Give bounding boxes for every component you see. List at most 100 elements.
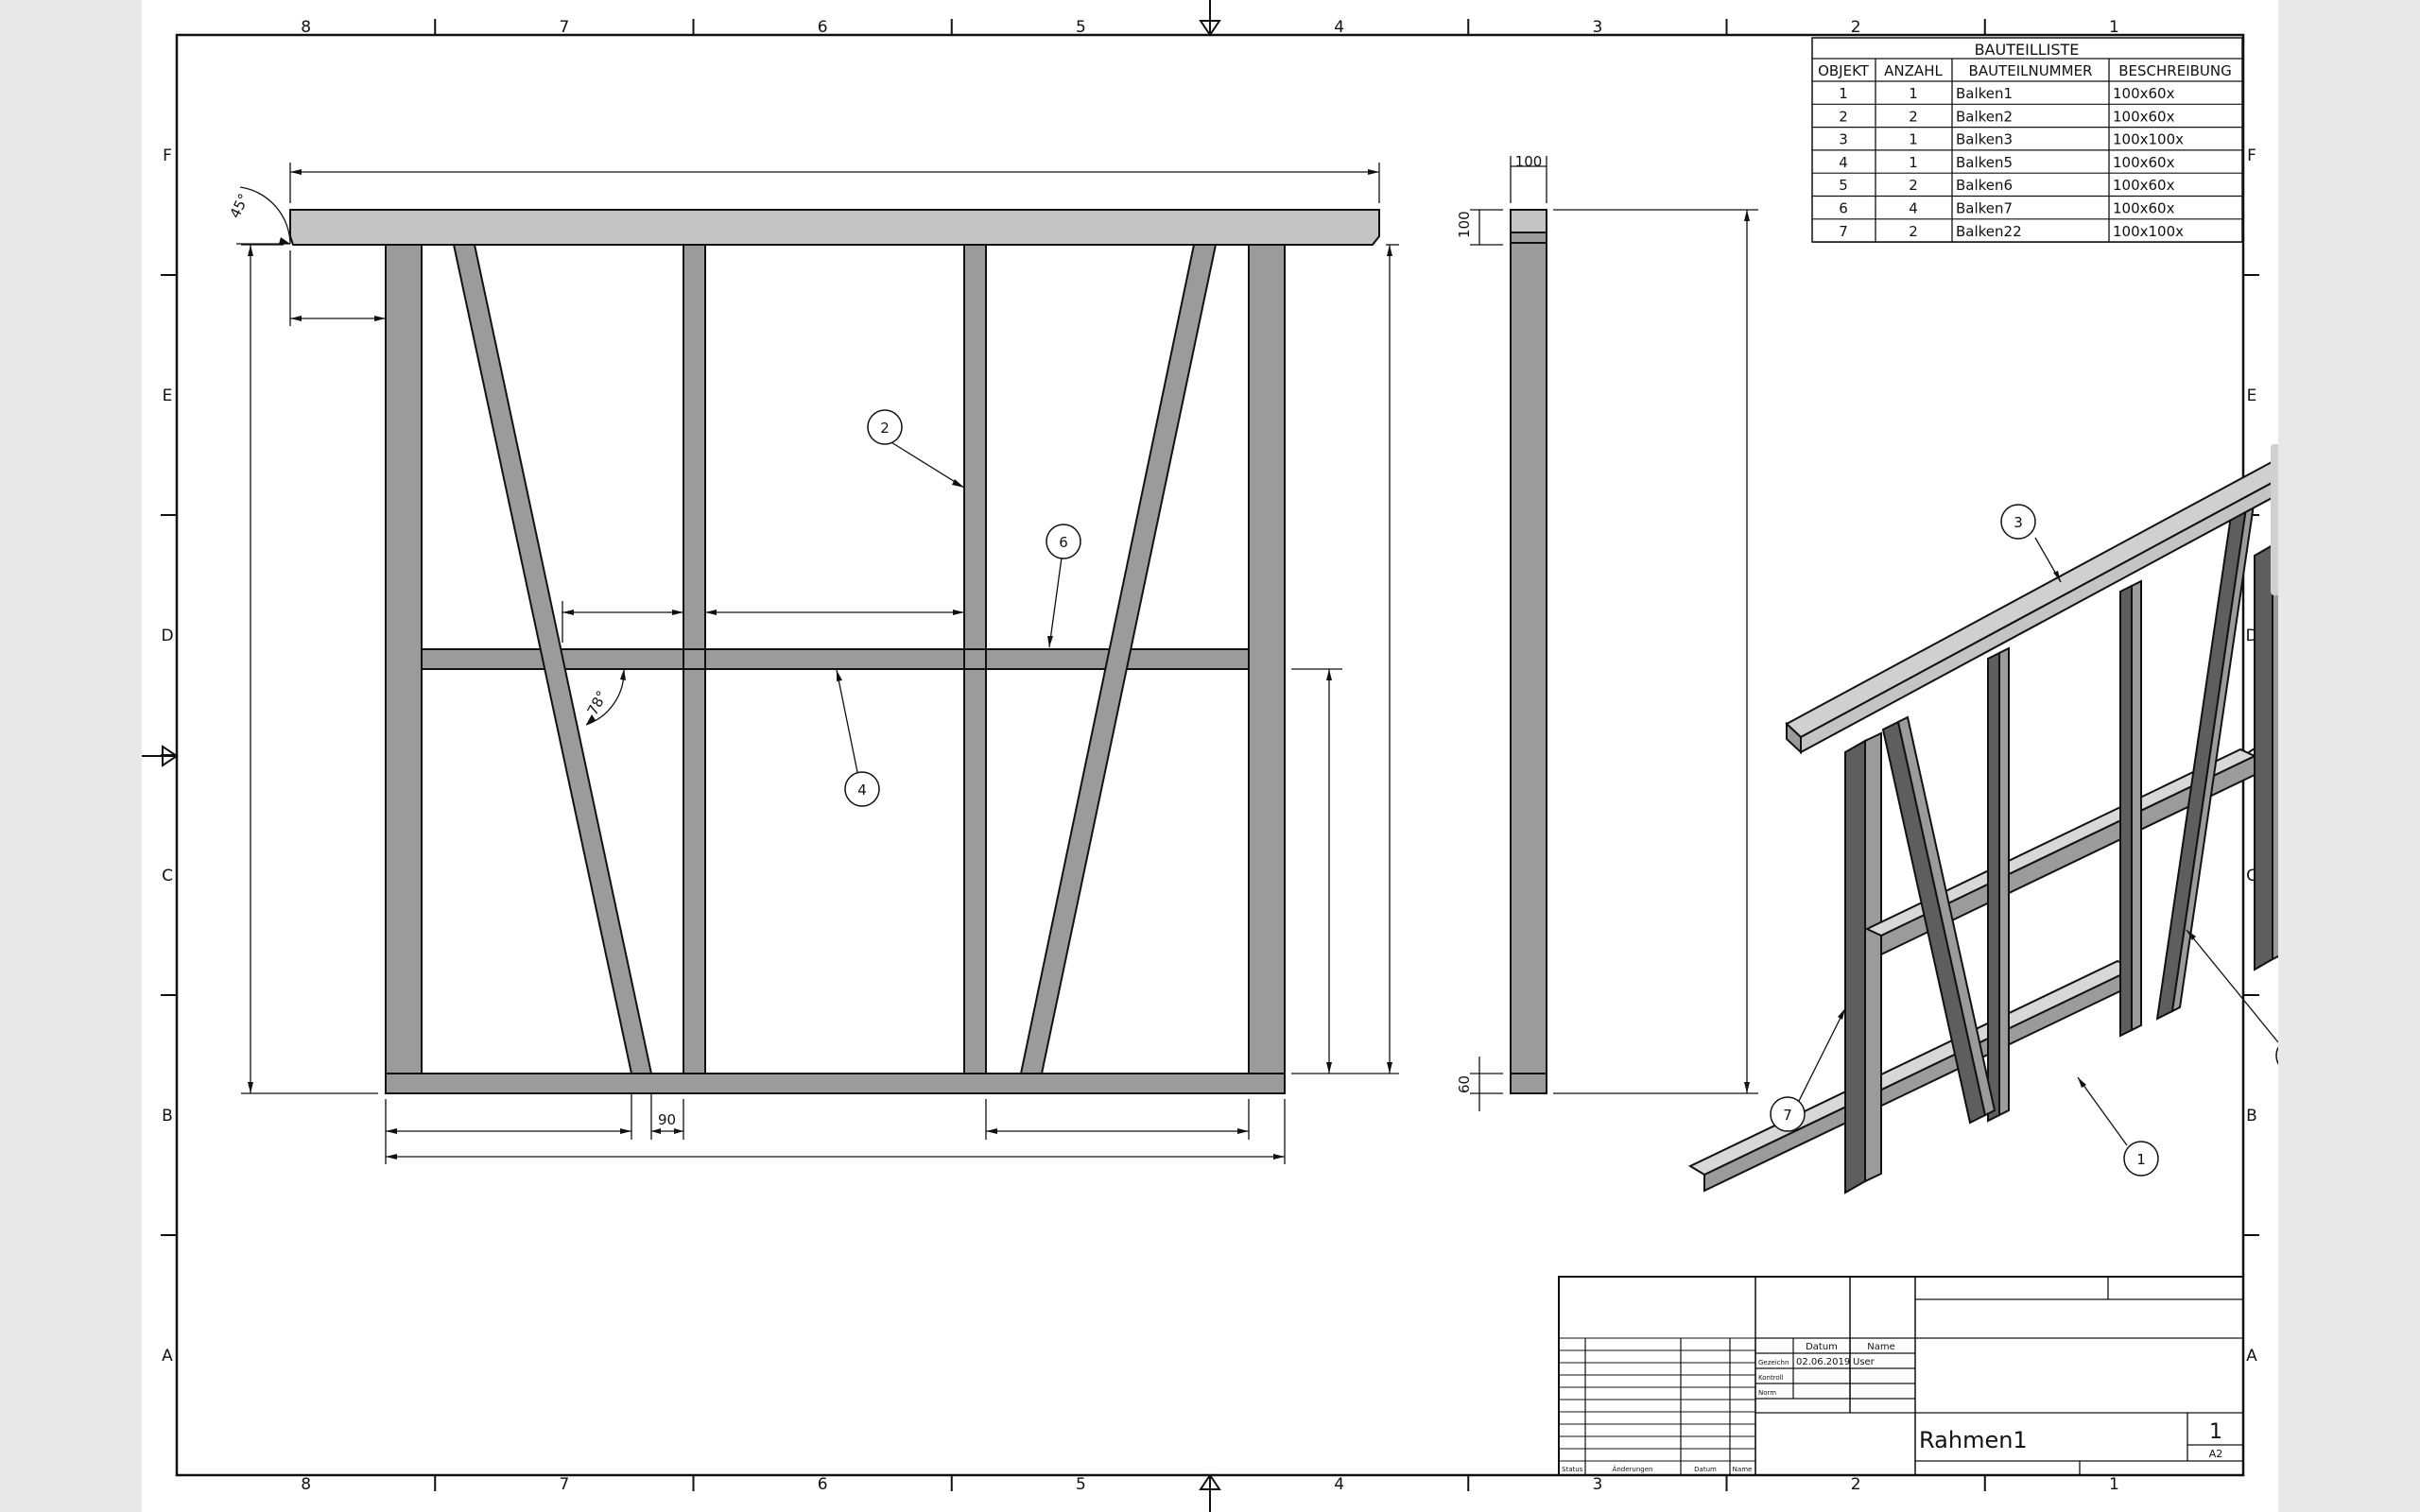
tb-footer-status: Status xyxy=(1562,1466,1583,1473)
tb-drawn-date: 02.06.2019 xyxy=(1796,1357,1850,1367)
zone-column-label: 6 xyxy=(818,18,828,37)
chamfer-angle-label: 45° xyxy=(226,191,252,221)
parts-table-cell: 100x100x xyxy=(2113,223,2184,240)
zone-row-label: E xyxy=(2247,387,2257,405)
parts-table-cell: 1 xyxy=(1839,85,1848,102)
zone-row-label: D xyxy=(161,627,173,645)
iso-balloon-7 xyxy=(1770,1096,1806,1132)
isometric-view xyxy=(1687,457,2278,1194)
parts-header-objekt: OBJEKT xyxy=(1818,62,1870,79)
parts-table-cell: 7 xyxy=(1839,223,1848,240)
tb-drawn-by: User xyxy=(1853,1357,1876,1367)
drawing-title: Rahmen1 xyxy=(1919,1427,2028,1453)
svg-text:4: 4 xyxy=(857,782,867,799)
zone-column-label: 3 xyxy=(1592,18,1602,37)
parts-table-cell: 100x100x xyxy=(2113,131,2184,148)
sheet-format: A2 xyxy=(2209,1448,2223,1460)
tb-footer-date: Datum xyxy=(1694,1466,1717,1473)
iso-right-post xyxy=(2254,543,2273,971)
parts-table-cell: 2 xyxy=(1909,223,1918,240)
top-beam xyxy=(289,209,1380,246)
bottom-beam xyxy=(385,1073,1286,1094)
iso-inner-post-right xyxy=(2119,584,2133,1038)
zone-row-label: E xyxy=(163,387,173,405)
side-top-beam xyxy=(1510,209,1547,233)
side-top-label: 100 xyxy=(1456,211,1473,238)
zone-column-label: 4 xyxy=(1334,18,1344,37)
iso-left-post xyxy=(1844,739,1866,1194)
front-balloons: 2 6 4 xyxy=(836,409,1081,807)
zone-row-label: F xyxy=(163,146,172,165)
zone-column-label: 2 xyxy=(1851,18,1861,37)
post-spacing-label: 90 xyxy=(658,1111,676,1128)
right-post xyxy=(1248,244,1286,1094)
parts-table-cell: 4 xyxy=(1909,200,1918,217)
parts-table-cell: Balken5 xyxy=(1956,154,2013,171)
zone-row-label: F xyxy=(2247,146,2256,165)
parts-table-cell: 5 xyxy=(1839,177,1848,194)
balloon-4 xyxy=(844,771,880,807)
parts-table-cell: 2 xyxy=(1839,108,1848,125)
tb-footer-changes: Änderungen xyxy=(1613,1465,1653,1473)
parts-table-cell: Balken6 xyxy=(1956,177,2013,194)
svg-text:2: 2 xyxy=(880,420,890,437)
tb-col-name: Name xyxy=(1867,1342,1895,1352)
side-bottom-label: 60 xyxy=(1456,1075,1473,1093)
iso-bottom-rail xyxy=(1703,967,2135,1193)
parts-table-cell: 2 xyxy=(1909,108,1918,125)
svg-text:6: 6 xyxy=(1059,534,1068,551)
zone-column-label: 5 xyxy=(1076,1475,1086,1494)
parts-table-cell: Balken22 xyxy=(1956,223,2022,240)
front-view xyxy=(289,209,1380,1094)
parts-table-cell: 1 xyxy=(1909,131,1918,148)
iso-balloon-3 xyxy=(2000,504,2036,540)
balloon-2 xyxy=(867,409,903,445)
parts-table-cell: Balken2 xyxy=(1956,108,2013,125)
zone-column-label: 4 xyxy=(1334,1475,1344,1494)
parts-table-cell: 1 xyxy=(1909,154,1918,171)
middle-rail xyxy=(421,648,1250,670)
parts-header-bauteilnummer: BAUTEILNUMMER xyxy=(1969,62,2093,79)
zone-row-label: B xyxy=(2246,1107,2257,1125)
zone-column-label: 7 xyxy=(559,1475,569,1494)
parts-table-cell: 100x60x xyxy=(2113,200,2175,217)
svg-text:7: 7 xyxy=(1783,1107,1792,1124)
zone-column-label: 2 xyxy=(1851,1475,1861,1494)
parts-table-cell: Balken1 xyxy=(1956,85,2013,102)
viewer-scrollbar[interactable] xyxy=(2271,444,2278,595)
front-dimensions: 45° 78° xyxy=(226,163,1399,1164)
parts-list-title: BAUTEILLISTE xyxy=(1975,41,2080,59)
parts-header-beschreibung: BESCHREIBUNG xyxy=(2118,62,2231,79)
parts-table-cell: 100x60x xyxy=(2113,154,2175,171)
zone-column-label: 6 xyxy=(818,1475,828,1494)
parts-table-cell: Balken3 xyxy=(1956,131,2013,148)
parts-table-cell: 2 xyxy=(1909,177,1918,194)
brace-angle-label: 78° xyxy=(584,688,611,718)
zone-column-label: 5 xyxy=(1076,18,1086,37)
tb-col-datum: Datum xyxy=(1806,1342,1838,1352)
zone-ticks xyxy=(161,19,2259,1491)
zone-column-label: 7 xyxy=(559,18,569,37)
side-post xyxy=(1510,209,1547,1094)
left-brace xyxy=(452,244,653,1074)
left-post xyxy=(385,244,423,1094)
parts-table-cell: 100x60x xyxy=(2113,108,2175,125)
tb-row-drawn: Gezeichn xyxy=(1758,1359,1789,1366)
iso-inner-post-left xyxy=(1987,651,2000,1123)
zone-row-label: B xyxy=(162,1107,173,1125)
iso-balloon-5 xyxy=(2275,1046,2278,1065)
parts-table-cell: Balken7 xyxy=(1956,200,2013,217)
parts-header-anzahl: ANZAHL xyxy=(1884,62,1943,79)
parts-table-cell: 1 xyxy=(1909,85,1918,102)
zone-row-label: A xyxy=(2246,1347,2257,1366)
zone-row-label: C xyxy=(2246,867,2257,885)
zone-column-label: 8 xyxy=(301,1475,311,1494)
svg-text:3: 3 xyxy=(2014,514,2023,531)
